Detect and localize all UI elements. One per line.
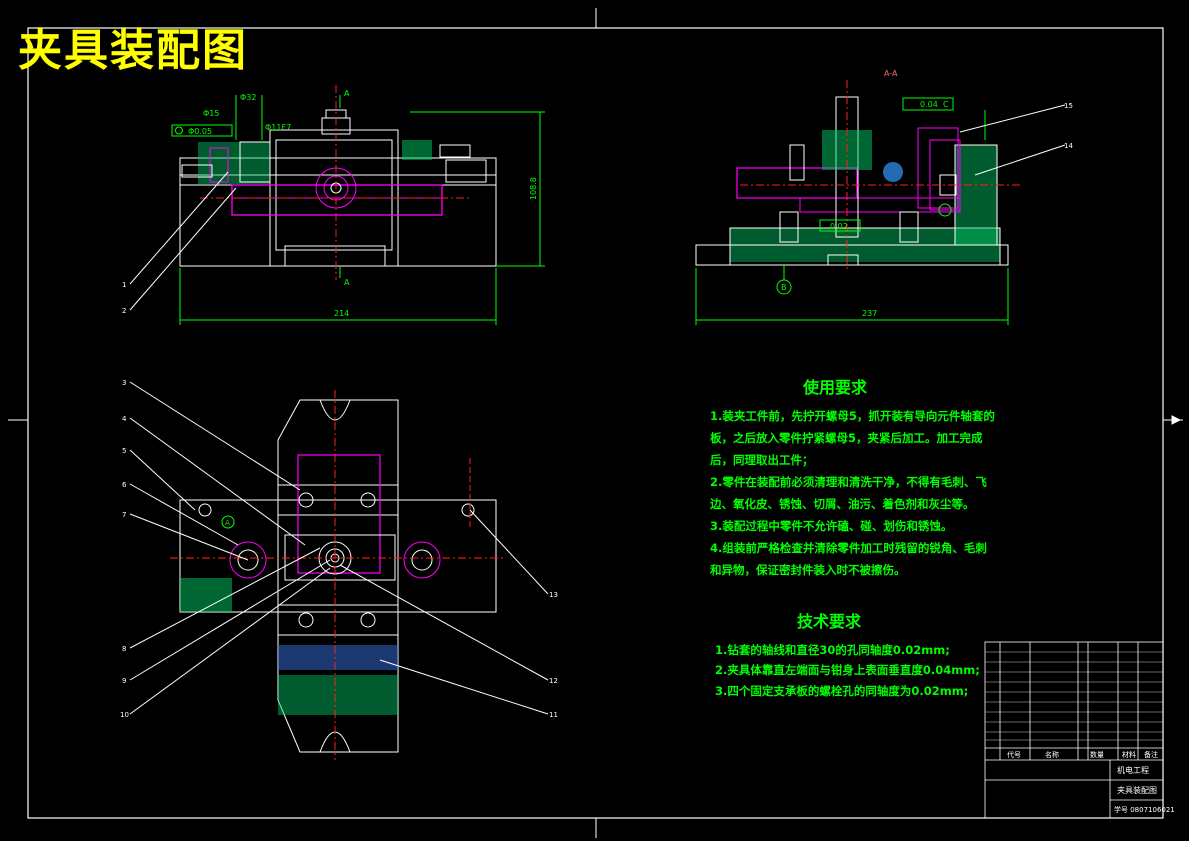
- title-block-rows: [985, 651, 1163, 741]
- dim-phi11f7: Φ11F7: [265, 123, 291, 132]
- label-10: 10: [120, 711, 129, 719]
- dim-phi15: Φ15: [203, 109, 219, 118]
- usage-line-1: 1.装夹工件前，先拧开螺母5，抓开装有导向元件轴套的: [710, 409, 995, 423]
- label-12: 12: [549, 677, 558, 685]
- top-right-view: A-A 237 0.04 C 0.02 B: [695, 69, 1073, 325]
- label-13: 13: [549, 591, 558, 599]
- title-block: [984, 641, 1164, 819]
- tech-line-3: 3.四个固定支承板的螺栓孔的同轴度为0.02mm;: [715, 684, 969, 698]
- top-left-view: A A 214 108.8 Φ15 Φ32 Φ11F7 Φ0.05 1 2: [122, 85, 545, 325]
- drawing-title: 夹具装配图: [18, 25, 248, 76]
- label-3: 3: [122, 379, 126, 387]
- label-9: 9: [122, 677, 126, 685]
- title-block-number: 学号 0807106021: [1114, 805, 1175, 814]
- tech-line-1: 1.钻套的轴线和直径30的孔同轴度0.02mm;: [715, 643, 950, 657]
- datum-c: C: [943, 100, 949, 109]
- label-14: 14: [1064, 142, 1073, 150]
- usage-line-3: 后，同理取出工件；: [710, 453, 814, 467]
- section-title-aa: A-A: [884, 69, 898, 78]
- dim-height-108: 108.8: [529, 177, 538, 200]
- label-15: 15: [1064, 102, 1073, 110]
- title-block-headers: 代号 名称 数量 材料 备注: [1007, 750, 1158, 759]
- dim-width-237: 237: [862, 309, 877, 318]
- dim-phi32: Φ32: [240, 93, 256, 102]
- label-8: 8: [122, 645, 126, 653]
- header-material: 材料: [1122, 750, 1136, 759]
- title-block-drawing-name: 夹具装配图: [1117, 785, 1157, 795]
- header-remark: 备注: [1144, 750, 1158, 759]
- tol-perpendicular: 0.04: [920, 100, 938, 109]
- section-marker-bottom: A: [344, 278, 350, 287]
- drawing-frame: [8, 8, 1183, 838]
- label-5: 5: [122, 447, 126, 455]
- tolerance-coaxial: Φ0.05: [188, 127, 212, 136]
- tech-line-2: 2.夹具体靠直左端面与钳身上表面垂直度0.04mm;: [715, 663, 980, 677]
- label-11: 11: [549, 711, 558, 719]
- usage-line-5: 边、氧化皮、锈蚀、切屑、油污、着色剂和灰尘等。: [710, 497, 975, 511]
- section-marker-top: A: [344, 89, 350, 98]
- title-block-school: 机电工程: [1117, 765, 1149, 775]
- label-4: 4: [122, 415, 127, 423]
- usage-requirements-heading: 使用要求: [803, 378, 868, 397]
- datum-b: B: [781, 283, 787, 292]
- label-1: 1: [122, 281, 126, 289]
- bottom-view: A 3 4 5 6 7 8 9 10 13 12 11: [120, 379, 558, 760]
- label-2: 2: [122, 307, 126, 315]
- label-7: 7: [122, 511, 126, 519]
- header-code: 代号: [1007, 750, 1021, 759]
- detail-marker-a: A: [225, 519, 230, 527]
- usage-line-6: 3.装配过程中零件不允许磕、碰、划伤和锈蚀。: [710, 519, 953, 533]
- header-qty: 数量: [1090, 750, 1104, 759]
- usage-line-8: 和异物，保证密封件装入时不被擦伤。: [710, 563, 906, 577]
- tol-coaxial-2: 0.02: [830, 222, 848, 231]
- label-6: 6: [122, 481, 127, 489]
- usage-line-2: 板，之后放入零件拧紧螺母5，夹紧后加工。加工完成: [710, 431, 983, 445]
- header-name: 名称: [1045, 750, 1059, 759]
- usage-line-7: 4.组装前严格检查并清除零件加工时残留的锐角、毛刺: [710, 541, 987, 555]
- usage-line-4: 2.零件在装配前必须清理和清洗干净，不得有毛刺、飞: [710, 475, 987, 489]
- technical-requirements-heading: 技术要求: [797, 612, 862, 631]
- dim-width-214: 214: [334, 309, 349, 318]
